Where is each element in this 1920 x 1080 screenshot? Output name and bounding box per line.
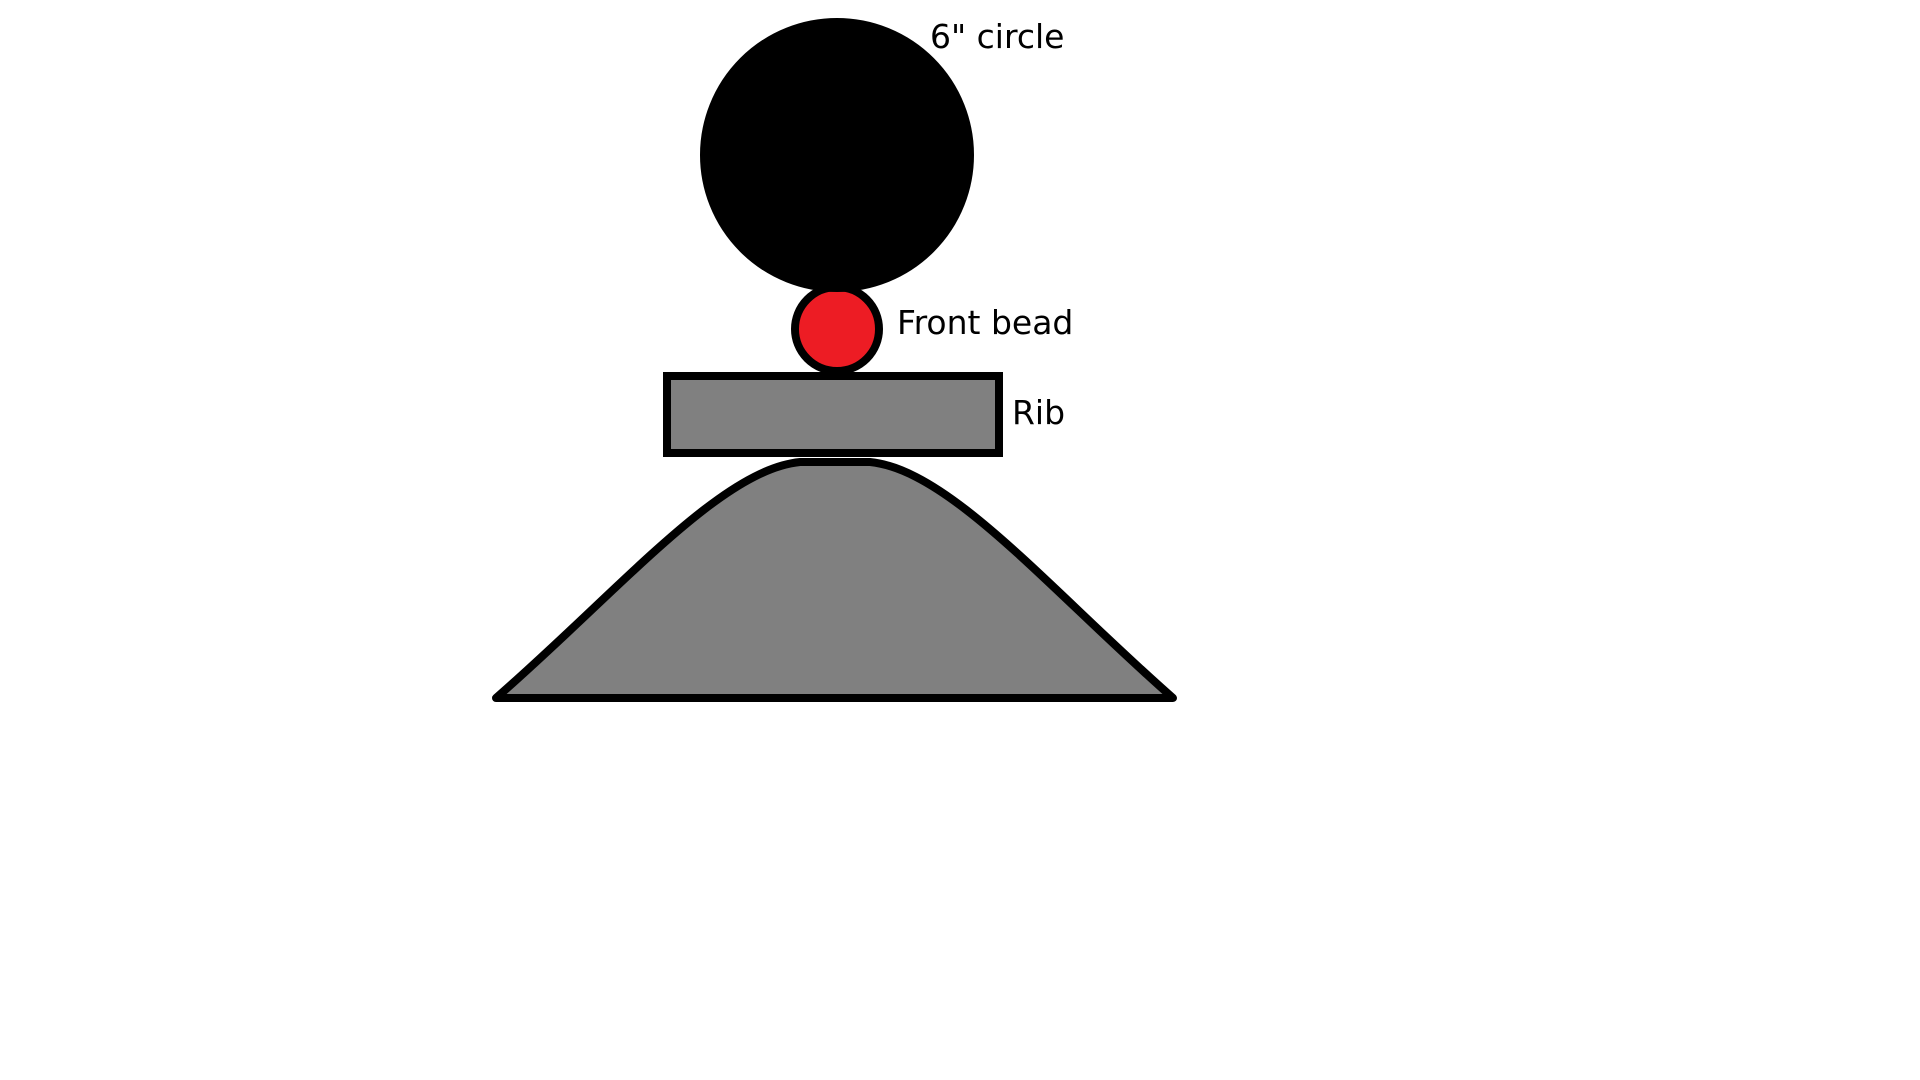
bead-label: Front bead [897, 303, 1073, 342]
front-bead [791, 283, 883, 375]
six-inch-circle [700, 18, 974, 292]
barrel-shape [492, 458, 1177, 702]
rib-bar [663, 372, 1003, 457]
rib-label: Rib [1012, 393, 1065, 432]
circle-label: 6" circle [930, 17, 1064, 56]
